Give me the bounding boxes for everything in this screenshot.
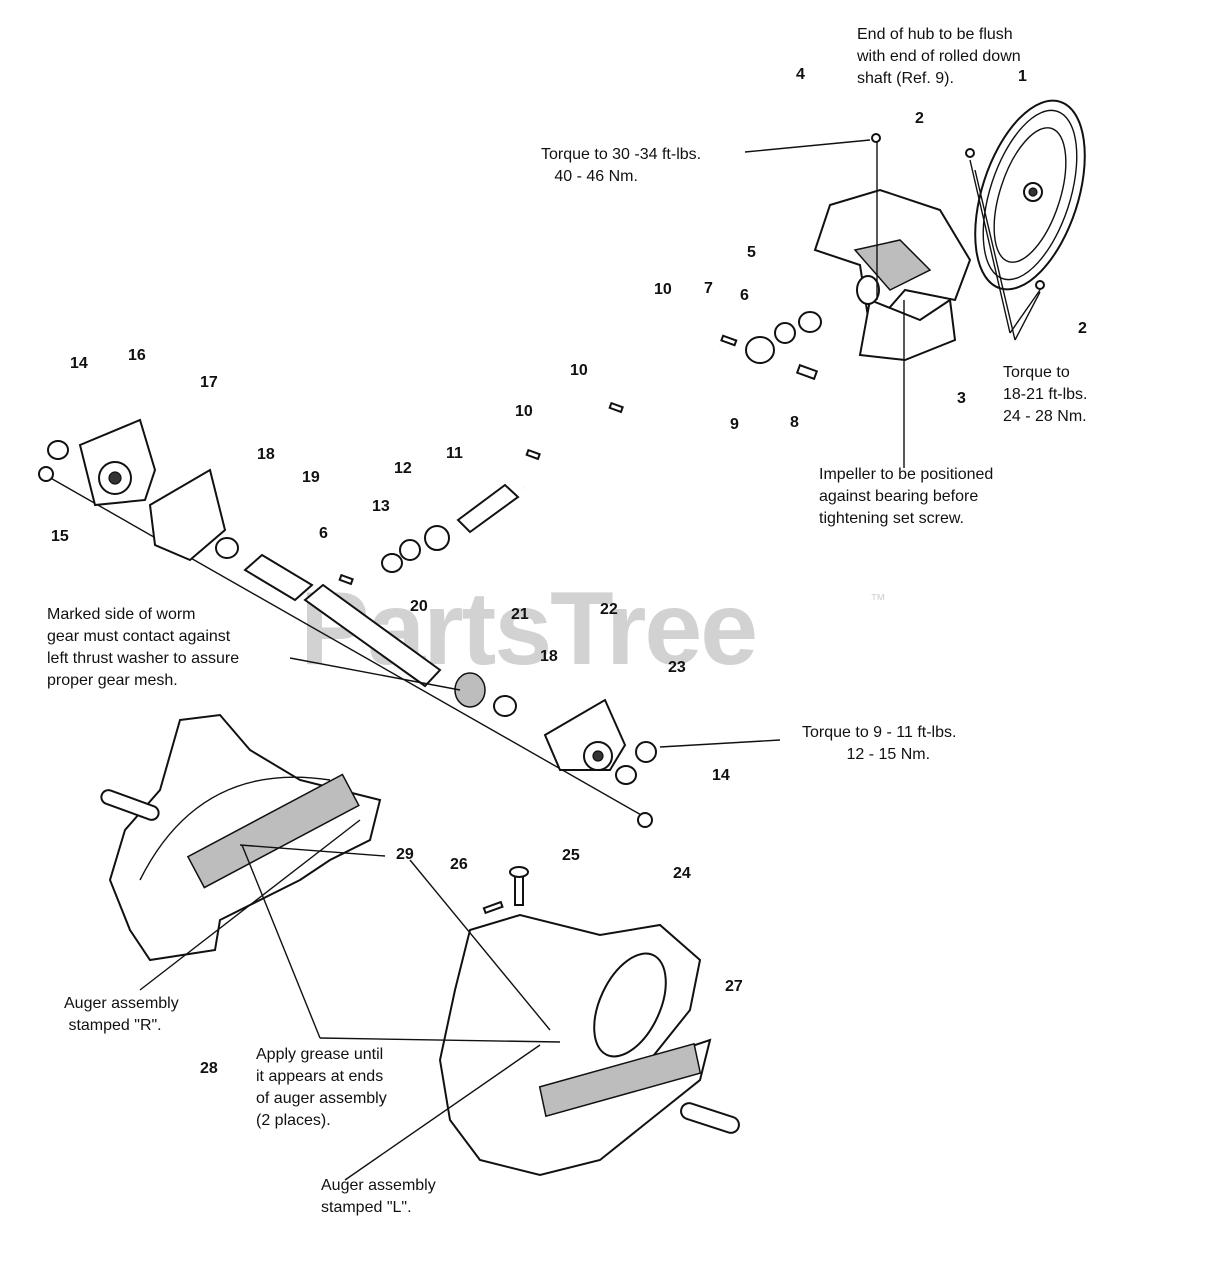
shaft-part	[522, 341, 723, 493]
shear-pin-head	[509, 866, 529, 878]
callout-18: 18	[540, 648, 558, 665]
bolt-part	[637, 812, 653, 828]
callout-6: 6	[319, 525, 328, 542]
callout-7: 7	[704, 280, 713, 297]
worm-gear-part	[454, 672, 486, 708]
callout-10: 10	[570, 362, 588, 379]
note-auger-l: Auger assembly stamped "L".	[321, 1177, 436, 1216]
note-apply-grease: Apply grease until it appears at ends of…	[256, 1046, 387, 1129]
note-hub-flush: End of hub to be flush with end of rolle…	[857, 26, 1021, 87]
set-screw-part	[1035, 280, 1045, 290]
trademark-symbol: ™	[870, 592, 886, 609]
callout-14: 14	[712, 767, 730, 784]
callout-15: 15	[51, 528, 69, 545]
bearing-part	[615, 765, 637, 785]
callout-22: 22	[600, 601, 618, 618]
auger-right-part	[100, 713, 382, 962]
nut-part	[381, 553, 403, 573]
callout-19: 19	[302, 469, 320, 486]
thrust-washer-part	[493, 695, 517, 717]
left-housing-part	[78, 418, 157, 507]
spacer-part	[456, 483, 520, 534]
callout-10: 10	[654, 281, 672, 298]
callout-14: 14	[70, 355, 88, 372]
assembly-axis	[39, 471, 651, 821]
note-torque-18-21: Torque to 18-21 ft-lbs. 24 - 28 Nm.	[1003, 364, 1088, 425]
spacer-part	[243, 553, 314, 602]
hub-part	[745, 336, 775, 364]
thrust-washer-part	[215, 537, 239, 559]
callout-10: 10	[515, 403, 533, 420]
note-impeller-position: Impeller to be positioned against bearin…	[819, 466, 994, 527]
set-screw-part	[965, 148, 975, 158]
callout-11: 11	[446, 445, 463, 462]
key-part	[720, 334, 738, 347]
impeller-part	[813, 140, 972, 362]
key-part	[608, 401, 624, 414]
note-auger-r: Auger assembly stamped "R".	[64, 995, 179, 1034]
callout-29: 29	[396, 846, 414, 863]
bearing-part	[424, 525, 450, 551]
callout-18: 18	[257, 446, 275, 463]
gasket-part	[148, 468, 227, 562]
note-torque-9-11: Torque to 9 - 11 ft-lbs. 12 - 15 Nm.	[802, 724, 957, 763]
leader-lines	[139, 139, 1041, 1181]
set-screw-part	[795, 363, 819, 381]
callout-9: 9	[730, 416, 739, 433]
bolt-part	[38, 466, 54, 482]
bearing-part	[798, 311, 822, 333]
bearing-part	[47, 440, 69, 460]
callout-8: 8	[790, 414, 799, 431]
callout-16: 16	[128, 347, 146, 364]
callout-27: 27	[725, 978, 743, 995]
callout-25: 25	[562, 847, 580, 864]
auger-shaft-stub	[100, 789, 160, 821]
callout-26: 26	[450, 856, 468, 873]
callout-2: 2	[1078, 320, 1087, 337]
callout-24: 24	[673, 865, 691, 882]
washer-part	[399, 539, 421, 561]
bolt-part	[871, 133, 881, 143]
auger-left-part	[438, 913, 740, 1177]
callout-13: 13	[372, 498, 390, 515]
right-housing-part	[543, 698, 627, 771]
key-part	[525, 448, 541, 461]
key-part	[338, 573, 354, 586]
callout-3: 3	[957, 390, 966, 407]
axle-part	[303, 583, 442, 688]
cotter-pin-part	[482, 900, 504, 915]
callout-23: 23	[668, 659, 686, 676]
note-torque-30-34: Torque to 30 -34 ft-lbs. 40 - 46 Nm.	[541, 146, 702, 185]
callout-28: 28	[200, 1060, 218, 1077]
callout-12: 12	[394, 460, 412, 477]
pulley-part	[974, 99, 1086, 291]
callout-4: 4	[796, 66, 805, 83]
callout-21: 21	[511, 606, 529, 623]
collar-part	[774, 322, 796, 344]
auger-shaft-stub	[680, 1102, 740, 1134]
note-worm-gear: Marked side of worm gear must contact ag…	[47, 606, 240, 689]
callout-1: 1	[1018, 68, 1027, 85]
callout-2: 2	[915, 110, 924, 127]
callout-20: 20	[410, 598, 428, 615]
callout-17: 17	[200, 374, 218, 391]
callout-5: 5	[747, 244, 756, 261]
nut-part	[635, 741, 657, 763]
callout-6: 6	[740, 287, 749, 304]
